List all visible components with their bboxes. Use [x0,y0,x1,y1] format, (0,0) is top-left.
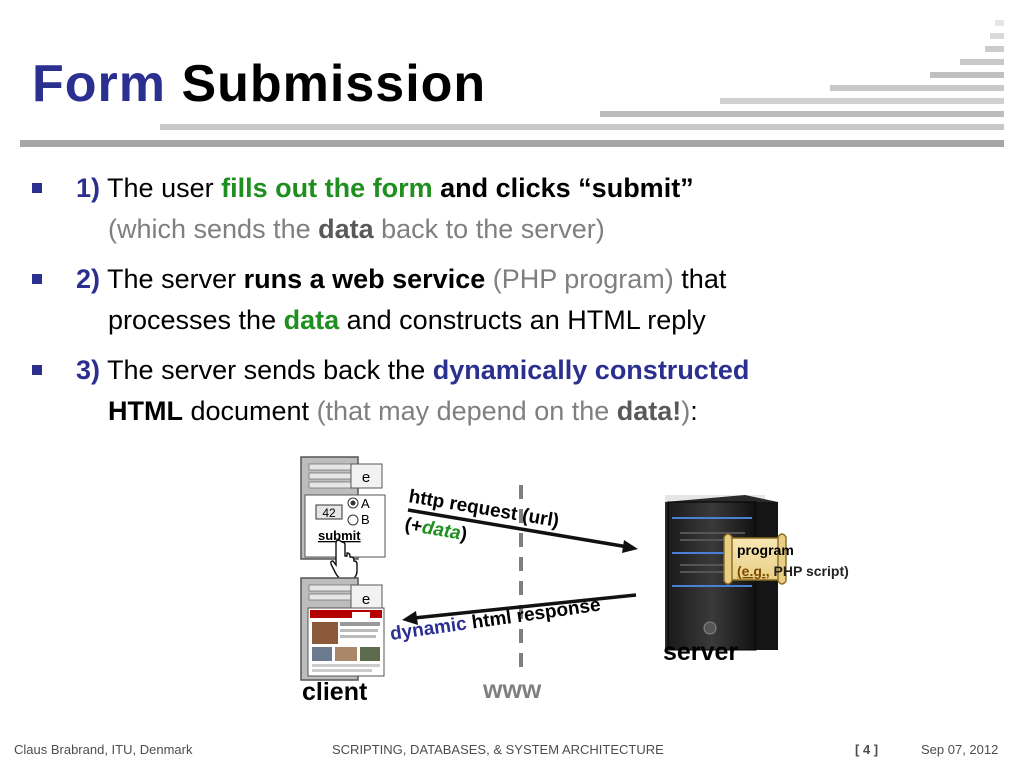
server-label: server [663,638,738,666]
bullet-square-icon [32,183,42,193]
step-number: 2) [76,264,101,294]
title-word-submission: Submission [181,55,487,113]
request-arrowhead [622,540,638,553]
bullet-text: The server sends back the [100,355,433,385]
form-window [300,456,386,560]
bullet-square-icon [32,365,42,375]
bullet-highlight: fills out the form [221,173,433,203]
request-arrow [407,508,629,549]
step-number: 3) [76,355,101,385]
bullet-continuation: HTML document (that may depend on the da… [108,396,698,426]
footer-author: Claus Brabrand, ITU, Denmark [14,742,193,757]
footer-course: SCRIPTING, DATABASES, & SYSTEM ARCHITECT… [332,742,664,757]
bullet-list: 1) The user fills out the form and click… [30,168,990,441]
response-arrowhead [402,611,418,625]
bullet-continuation: (which sends the data back to the server… [108,214,605,244]
bullet-3: 3) The server sends back the dynamically… [30,350,990,432]
bullet-text: that [673,264,727,294]
slide-title: Form Submission [32,52,486,116]
footer-date: Sep 07, 2012 [921,742,999,757]
bullet-text: The user [100,173,222,203]
bullet-muted: (PHP program) [485,264,674,294]
bullet-square-icon [32,274,42,284]
www-label: www [482,676,542,704]
client-label: client [302,678,368,706]
radio-option-a: A [361,496,370,511]
program-scroll-icon [723,533,787,585]
step-number: 1) [76,173,101,203]
response-label: dynamic html response [389,595,602,645]
page-tab-label: e [362,591,370,608]
bullet-1: 1) The user fills out the form and click… [30,168,990,250]
form-submission-diagram: e 42 A B submit e http request (url) (+d… [300,456,849,706]
form-input-value: 42 [322,506,336,520]
bullet-bold: and clicks “submit” [432,173,694,203]
bullet-highlight: dynamically constructed [432,355,750,385]
bullet-bold: runs a web service [243,264,486,294]
response-arrow [413,593,637,620]
bullet-continuation: processes the data and constructs an HTM… [108,305,706,335]
program-example: (e.g., PHP script) [737,563,849,579]
bullet-2: 2) The server runs a web service (PHP pr… [30,259,990,341]
form-tab-label: e [362,469,370,486]
title-stripes [20,20,1004,147]
footer-page-number: [ 4 ] [855,742,879,757]
title-word-form: Form [32,55,166,113]
submit-button: submit [318,528,361,543]
radio-option-b: B [361,512,370,527]
response-page-window [300,577,385,681]
program-label: program [737,542,794,558]
hand-cursor-icon [330,539,358,581]
bullet-text: The server [100,264,244,294]
